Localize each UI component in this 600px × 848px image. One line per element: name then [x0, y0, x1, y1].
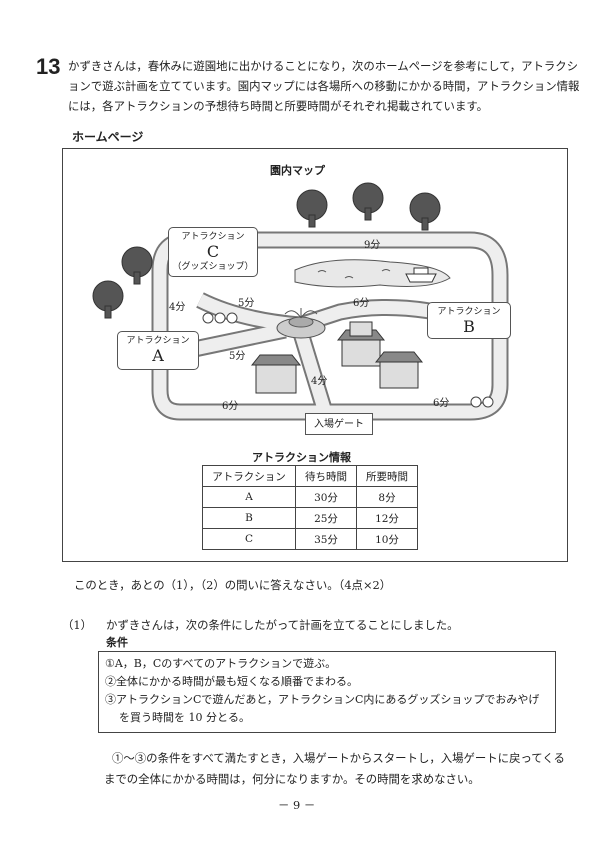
prompt-text: このとき，あとの（1），（2）の問いに答えなさい。（4点×2） [74, 578, 392, 592]
cell: B [202, 507, 296, 529]
homepage-label: ホームページ [72, 130, 144, 144]
condition-3-cont: を買う時間を 10 分とる。 [119, 711, 250, 724]
time-c-b: 9分 [364, 240, 381, 251]
attraction-b-box: アトラクション B [427, 302, 511, 339]
cell: 8分 [356, 486, 418, 508]
attraction-info-title: アトラクション情報 [252, 451, 351, 464]
condition-1: ①A，B，Cのすべてのアトラクションで遊ぶ。 [105, 657, 337, 670]
flowers [202, 312, 494, 408]
map-title: 園内マップ [270, 164, 325, 177]
header-attraction: アトラクション [202, 465, 296, 487]
cell: A [202, 486, 296, 508]
cell: 12分 [356, 507, 418, 529]
time-center-b: 6分 [353, 298, 370, 309]
conditions-label: 条件 [106, 636, 128, 649]
time-center-a: 5分 [229, 351, 246, 362]
entrance-gate: 入場ゲート [305, 413, 373, 435]
header-wait: 待ち時間 [295, 465, 357, 487]
q1-text: かずきさんは，次の条件にしたがって計画を立てることにしました。 [106, 618, 459, 632]
cell: 35分 [295, 528, 357, 550]
cell: C [202, 528, 296, 550]
flower-icon [470, 396, 494, 408]
condition-2: ②全体にかかる時間が最も短くなる順番でまわる。 [105, 675, 358, 688]
attraction-c-letter: C [206, 242, 220, 261]
tree-icon [352, 182, 384, 221]
header-duration: 所要時間 [356, 465, 418, 487]
trees [92, 182, 441, 319]
time-a-gate: 6分 [222, 401, 239, 412]
time-c-a: 4分 [169, 302, 186, 313]
cell: 25分 [295, 507, 357, 529]
q1-question-line2: までの全体にかかる時間は，何分になりますか。その時間を求めなさい。 [104, 772, 480, 786]
cell: 30分 [295, 486, 357, 508]
goods-shop-label: （グッズショップ） [172, 262, 254, 272]
shop-icon [250, 354, 302, 394]
tree-icon [92, 280, 124, 319]
condition-3: ③アトラクションCで遊んだあと，アトラクションC内にあるグッズショップでおみやげ [105, 693, 540, 706]
homepage-box [62, 148, 568, 562]
attraction-c-label: アトラクション [181, 232, 245, 242]
shop-icon [349, 321, 373, 337]
tree-icon [409, 192, 441, 231]
intro-text: かずきさんは，春休みに遊園地に出かけることになり，次のホームページを参考にして，… [68, 59, 580, 113]
q1-number: （1） [62, 618, 93, 632]
time-c-center: 5分 [238, 298, 255, 309]
question-number: 13 [36, 54, 61, 79]
attraction-a-label: アトラクション [126, 336, 190, 346]
shop-icon [374, 351, 424, 389]
attraction-c-box: アトラクション C （グッズショップ） [168, 227, 258, 277]
attraction-b-label: アトラクション [437, 307, 501, 317]
table-header-row: アトラクション 待ち時間 所要時間 [202, 465, 418, 487]
page-number: － 9 － [278, 798, 316, 812]
attraction-a-box: アトラクション A [117, 331, 199, 370]
attraction-b-letter: B [463, 317, 475, 336]
conditions-box: ①A，B，Cのすべてのアトラクションで遊ぶ。 ②全体にかかる時間が最も短くなる順… [98, 651, 556, 733]
flower-icon [202, 312, 238, 324]
cell: 10分 [356, 528, 418, 550]
tree-icon [296, 189, 328, 228]
time-b-gate: 6分 [433, 398, 450, 409]
q1-question-line1: ①～③の条件をすべて満たすとき，入場ゲートからスタートし，入場ゲートに戻ってくる [112, 751, 565, 765]
pond-icon [294, 259, 451, 288]
attraction-a-letter: A [152, 346, 164, 365]
buildings [250, 321, 424, 394]
fountain-icon [276, 308, 326, 339]
time-center-gate: 4分 [311, 376, 328, 387]
boat-icon [405, 267, 437, 283]
tree-icon [121, 246, 153, 285]
